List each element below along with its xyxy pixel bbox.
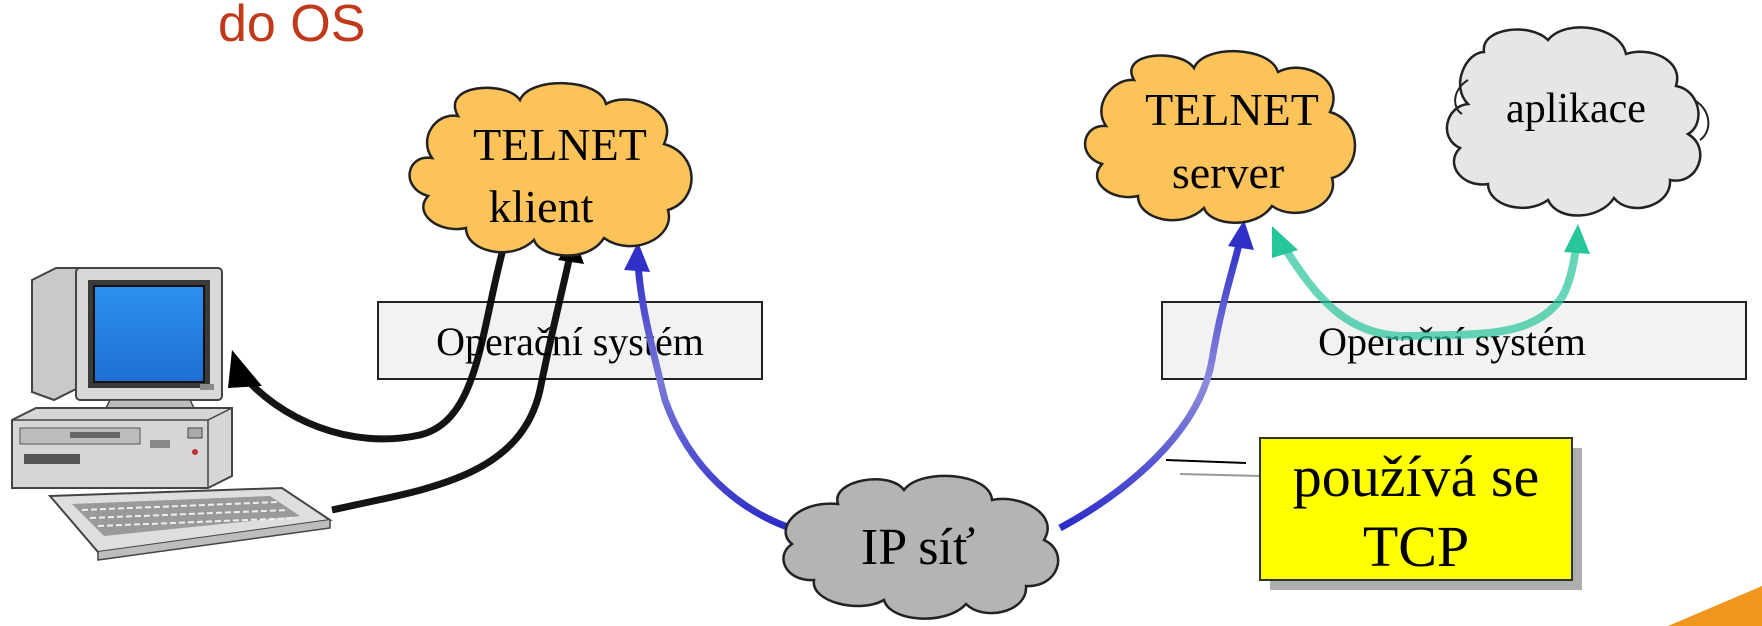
telnet-client-line1: TELNET [473,119,647,170]
arrow-head-server-blue [1228,220,1254,250]
arrow-head-app-green [1564,224,1590,254]
telnet-server-line2: server [1172,147,1284,198]
application-arrow [1272,224,1590,341]
arrow-head-screen [228,350,262,388]
network-arrows [624,220,1254,532]
callout-line1: používá se [1293,444,1539,509]
ip-network-cloud: IP síť [782,474,1060,620]
telnet-server-line1: TELNET [1145,84,1319,135]
arrow-client-to-screen [237,237,510,443]
telnet-client-cloud: TELNET klient [408,82,693,257]
ip-network-label: IP síť [861,519,975,576]
callout-pointer [1165,459,1263,477]
application-cloud: aplikace [1445,26,1710,217]
tcp-callout: používá se TCP [1259,437,1582,590]
arrow-head-client-blue [624,242,650,272]
arrow-head-server-green [1272,226,1298,258]
accent-corner-decoration [1668,586,1762,626]
arrow-network-to-client [634,261,792,532]
os-box-right: Operační systém [1161,301,1747,380]
os-box-left: Operační systém [377,301,763,380]
application-label: aplikace [1506,86,1646,132]
computer-terminal-icon [11,267,333,561]
telnet-server-cloud: TELNET server [1084,49,1357,224]
slide-title-fragment: do OS [218,0,365,53]
callout-line2: TCP [1363,514,1469,579]
arrow-keyboard-to-client [331,254,574,514]
arrow-network-to-server [1058,239,1244,532]
telnet-client-line2: klient [489,181,594,232]
